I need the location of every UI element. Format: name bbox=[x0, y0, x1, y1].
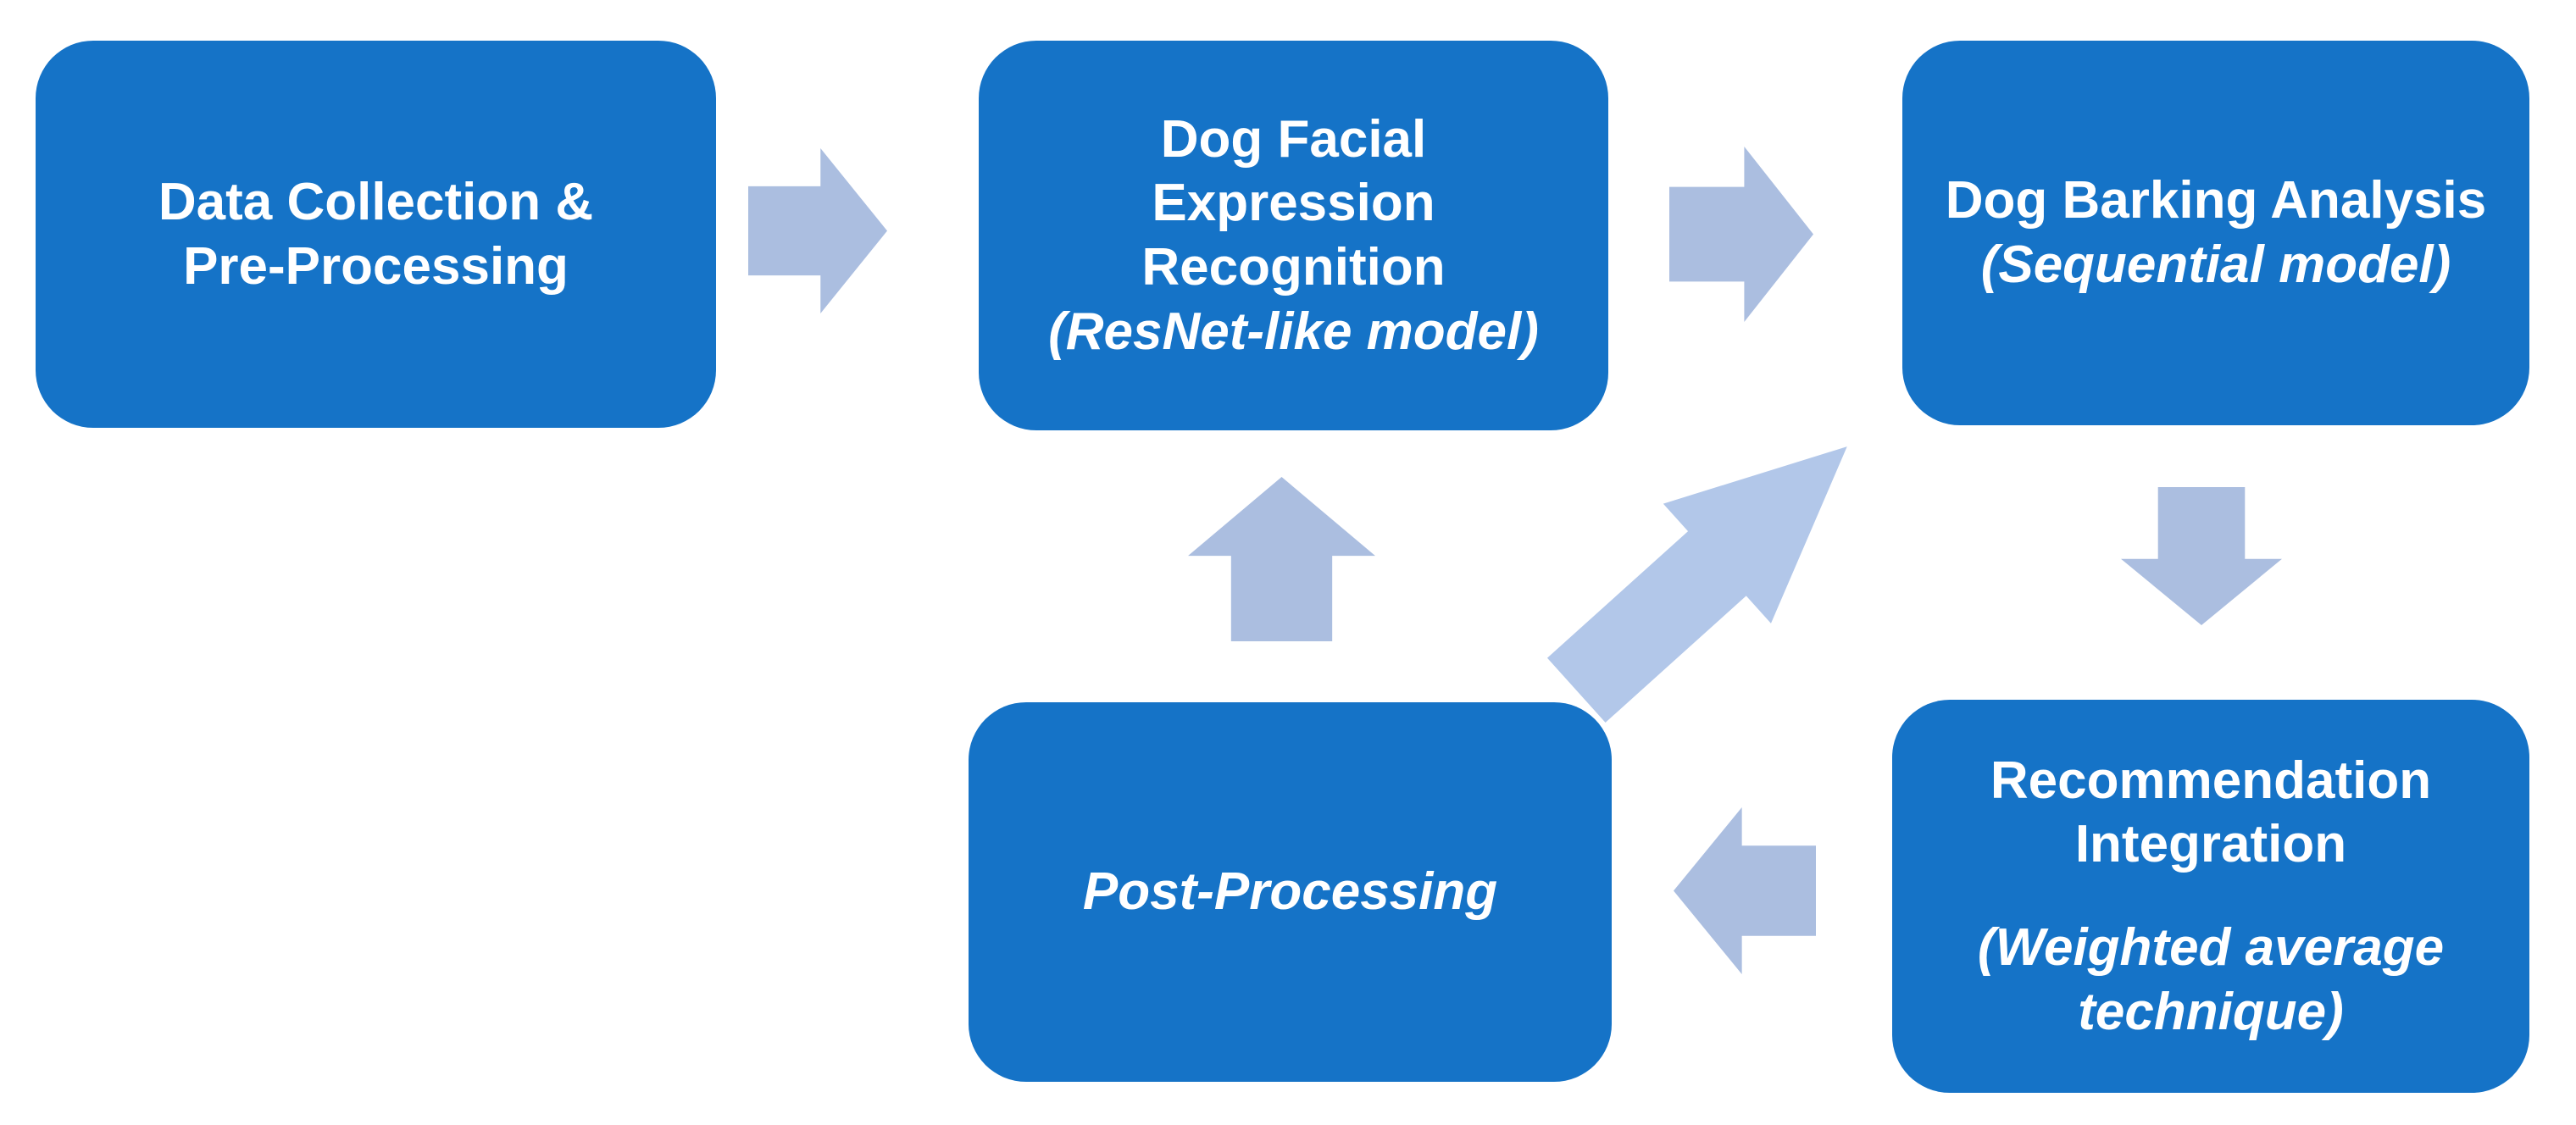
node-subtitle: (ResNet-like model) bbox=[1048, 302, 1539, 361]
arrow-up-icon bbox=[1188, 477, 1375, 641]
arrow-right-icon bbox=[748, 148, 887, 313]
node-title: Dog Facial Expression Recognition bbox=[1141, 109, 1446, 296]
node-title: Data Collection & Pre-Processing bbox=[158, 172, 594, 296]
arrow-left-icon bbox=[1674, 807, 1816, 974]
node-title: Recommendation Integration bbox=[1990, 751, 2432, 874]
arrow-up-right-icon bbox=[1546, 446, 1847, 723]
node-title: Dog Barking Analysis bbox=[1945, 171, 2487, 230]
node-data-collection: Data Collection & Pre-Processing bbox=[36, 41, 716, 428]
arrow-down-icon bbox=[2121, 487, 2282, 625]
node-subtitle: (Sequential model) bbox=[1980, 236, 2451, 294]
node-title: Post-Processing bbox=[1082, 862, 1498, 922]
arrow-right-icon bbox=[1669, 147, 1813, 322]
node-recommendation-integration: Recommendation Integration (Weighted ave… bbox=[1892, 700, 2529, 1093]
node-post-processing: Post-Processing bbox=[969, 702, 1612, 1082]
node-subtitle: (Weighted average technique) bbox=[1977, 918, 2445, 1041]
node-facial-expression-recognition: Dog Facial Expression Recognition (ResNe… bbox=[979, 41, 1608, 430]
node-barking-analysis: Dog Barking Analysis (Sequential model) bbox=[1902, 41, 2529, 425]
